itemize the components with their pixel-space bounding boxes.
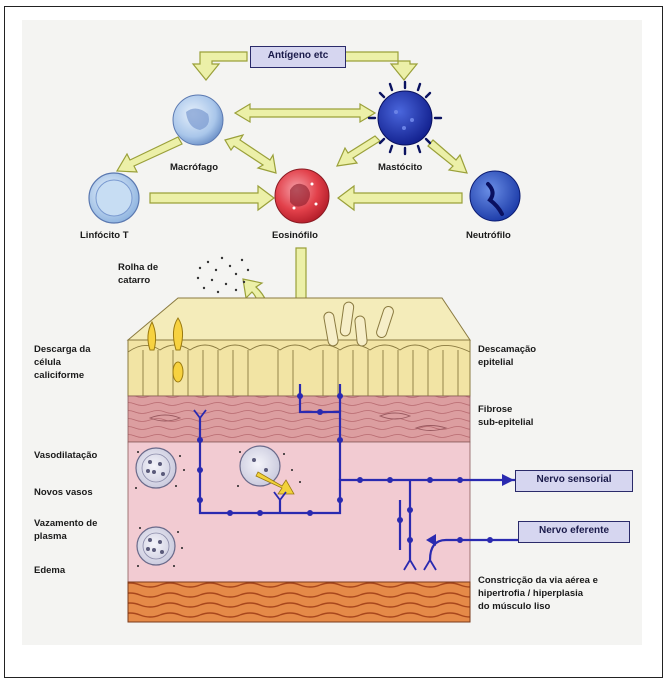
constriction-label-line3: do músculo liso xyxy=(478,601,550,613)
sensory-nerve-box: Nervo sensorial xyxy=(515,470,633,492)
mucus-plug-label-line1: Rolha de xyxy=(118,262,158,274)
macrophage-label: Macrófago xyxy=(170,162,218,174)
epithelial-shedding-label-line2: epitelial xyxy=(478,357,513,369)
plasma-leak-label-line1: Vazamento de xyxy=(34,518,97,530)
epithelial-shedding-label-line1: Descamação xyxy=(478,344,536,356)
neutrophil-cell xyxy=(470,171,520,221)
vasodilation-label: Vasodilatação xyxy=(34,450,97,462)
neutrophil-label: Neutrófilo xyxy=(466,230,511,242)
mucus-plug-particles xyxy=(197,257,249,293)
sensory-nerve-arrow xyxy=(502,474,514,486)
goblet-discharge-label-line3: caliciforme xyxy=(34,370,84,382)
plasma-leak-label-line2: plasma xyxy=(34,531,67,543)
macrophage-cell xyxy=(173,95,223,145)
eosinophil-label: Eosinófilo xyxy=(272,230,318,242)
edema-label: Edema xyxy=(34,565,65,577)
mast-cell-label: Mastócito xyxy=(378,162,422,174)
t-lymphocyte-label: Linfócito T xyxy=(80,230,129,242)
antigens-box: Antígeno etc xyxy=(250,46,346,68)
goblet-discharge-label-line1: Descarga da xyxy=(34,344,91,356)
new-vessels-label: Novos vasos xyxy=(34,487,93,499)
efferent-nerve-box: Nervo eferente xyxy=(518,521,630,543)
subepithelial-fibrosis-label-line2: sub-epitelial xyxy=(478,417,533,429)
t-lymphocyte-cell xyxy=(89,173,139,223)
mast-cell xyxy=(369,82,441,154)
constriction-label-line1: Constricção da via aérea e xyxy=(478,575,598,587)
eosinophil-cell xyxy=(275,169,329,223)
goblet-discharge-label-line2: célula xyxy=(34,357,61,369)
mucus-plug-label-line2: catarro xyxy=(118,275,150,287)
subepithelial-fibrosis-label-line1: Fibrose xyxy=(478,404,512,416)
constriction-label-line2: hipertrofia / hiperplasia xyxy=(478,588,583,600)
